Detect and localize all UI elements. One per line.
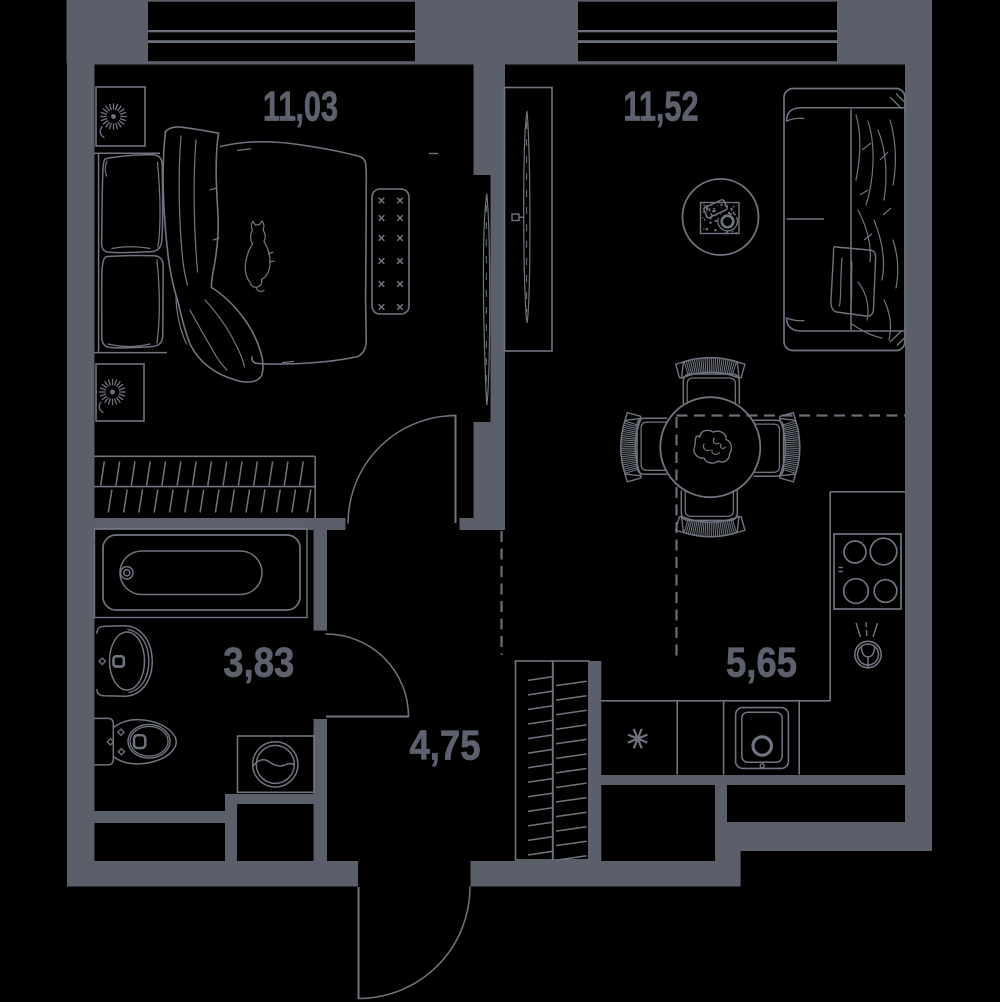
svg-text:4,75: 4,75: [409, 724, 480, 770]
svg-text:11,52: 11,52: [623, 83, 698, 130]
svg-text:11,03: 11,03: [263, 83, 338, 130]
svg-text:3,83: 3,83: [223, 640, 294, 686]
svg-text:5,65: 5,65: [726, 640, 797, 686]
